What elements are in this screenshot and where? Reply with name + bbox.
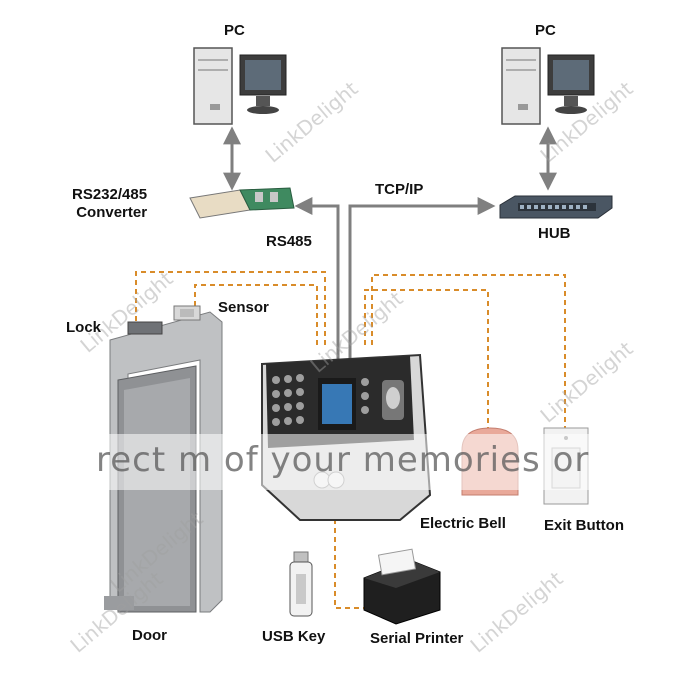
data-links — [223, 126, 557, 360]
pc-left-label: PC — [224, 22, 245, 39]
dashed-wiring — [135, 271, 566, 609]
lock-label: Lock — [66, 319, 102, 336]
converter-icon — [189, 187, 295, 219]
serial-printer-icon — [363, 548, 441, 625]
exit-button-label: Exit Button — [544, 517, 624, 534]
sensor-label: Sensor — [218, 299, 269, 316]
hub-icon — [499, 195, 613, 219]
electric-bell-label: Electric Bell — [420, 515, 506, 532]
lock-icon — [127, 321, 163, 335]
watermark-banner — [0, 434, 700, 490]
usb-key-label: USB Key — [262, 628, 326, 645]
watermark-banner-text: rect m of your memories or — [96, 440, 590, 480]
pc-right-label: PC — [535, 22, 556, 39]
door-label: Door — [132, 627, 167, 644]
pc-right-icon — [501, 47, 595, 125]
usb-key-icon — [289, 551, 313, 617]
converter-label: RS232/485 Converter — [72, 186, 148, 221]
serial-printer-label: Serial Printer — [370, 630, 464, 647]
tcpip-label: TCP/IP — [375, 181, 424, 198]
rs485-label: RS485 — [266, 233, 312, 250]
hub-label: HUB — [538, 225, 571, 242]
pc-left-icon — [193, 47, 287, 125]
sensor-icon — [173, 305, 201, 321]
